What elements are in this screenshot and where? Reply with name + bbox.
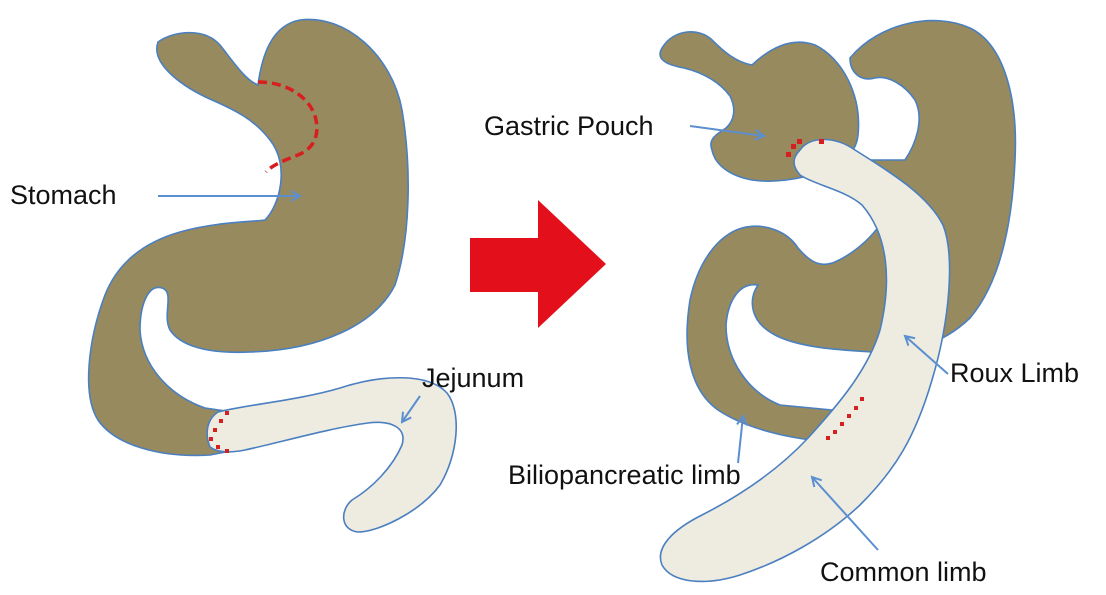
stomach-label: Stomach (10, 180, 117, 210)
jejunum-shape (207, 378, 456, 532)
common-limb-label: Common limb (820, 557, 987, 587)
transition-arrow (470, 200, 606, 328)
biliopancreatic-limb-label: Biliopancreatic limb (508, 460, 741, 490)
gastric-pouch-label: Gastric Pouch (484, 111, 654, 141)
biliopancreatic-limb-pointer-arrow (738, 416, 743, 463)
after-anatomy: Gastric Pouch Roux Limb Biliopancreatic … (484, 21, 1079, 587)
roux-limb-label: Roux Limb (950, 358, 1079, 388)
before-anatomy: Stomach Jejunum (10, 19, 524, 532)
jejunum-label: Jejunum (422, 363, 524, 393)
